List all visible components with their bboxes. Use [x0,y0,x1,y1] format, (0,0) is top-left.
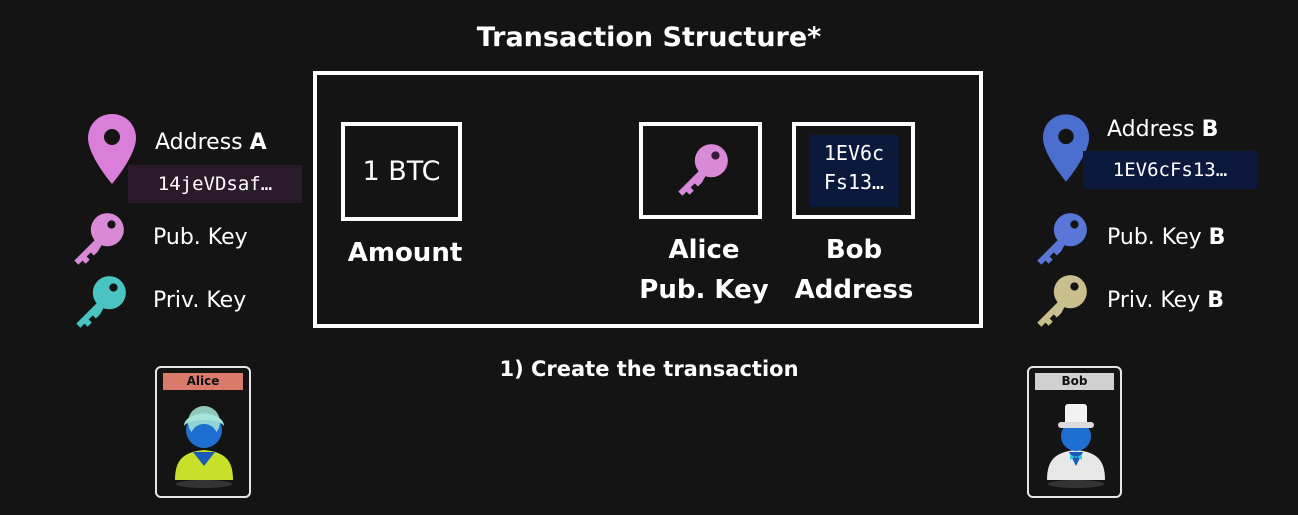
alice-priv-key-label: Priv. Key [153,288,247,313]
key-icon [677,143,728,196]
alice-card: Alice [155,366,251,498]
bob-address-label: Bob Address [794,235,914,305]
map-pin-icon [88,114,136,184]
bob-address-box: 1EV6c Fs13… [792,122,915,219]
bob-address-value: 1EV6c Fs13… [809,135,899,207]
alice-card-name: Alice [163,373,243,390]
alice-address-label: Address A [155,130,267,155]
key-icon [1037,275,1087,327]
amount-label: Amount [347,238,463,268]
step-caption: 1) Create the transaction [499,357,799,381]
alice-pub-key-label: Pub. Key [153,225,248,250]
alice-pub-key-label: Alice Pub. Key [639,235,769,305]
alice-pub-key-box [639,122,762,219]
amount-value: 1 BTC [362,156,441,187]
key-icon [76,276,126,328]
bob-card-name: Bob [1035,373,1114,390]
person-icon [175,406,233,488]
alice-address-value: 14jeVDsaf… [128,165,302,203]
map-pin-icon [1042,114,1090,182]
key-icon [74,213,124,265]
bob-priv-key-label: Priv. Key B [1107,288,1224,313]
bob-pub-key-label: Pub. Key B [1107,225,1226,250]
person-icon [1047,404,1105,488]
bob-address-value: 1EV6cFs13… [1083,151,1257,189]
key-icon [1037,213,1087,265]
bob-address-label: Address B [1107,117,1219,142]
amount-box: 1 BTC [341,122,462,221]
bob-card: Bob [1027,366,1122,498]
diagram-title: Transaction Structure* [476,22,822,53]
transaction-box [313,71,983,328]
